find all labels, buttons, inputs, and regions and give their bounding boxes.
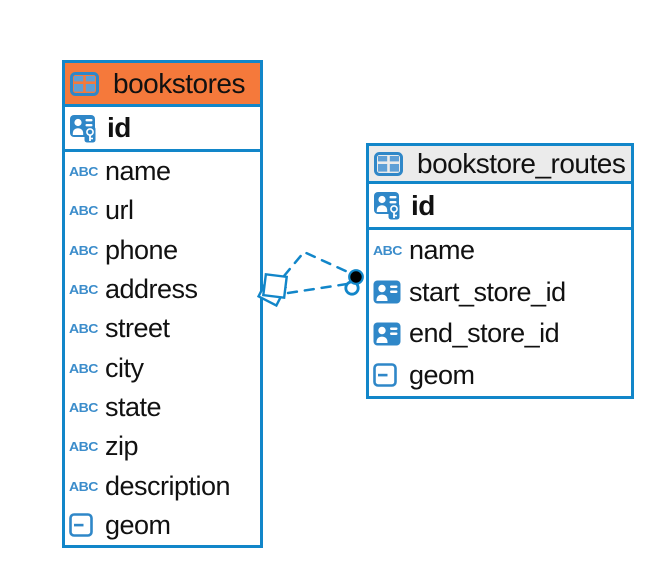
column-list: ABC name start_store_id (369, 230, 631, 396)
relation-dot-marker[interactable] (348, 269, 364, 285)
primary-key-row[interactable]: id (65, 107, 260, 152)
column-row[interactable]: ABC description (65, 466, 260, 505)
relationship-line[interactable] (286, 282, 349, 295)
text-type-icon: ABC (69, 242, 98, 258)
geometry-type-icon (69, 513, 101, 538)
foreign-key-icon (373, 280, 405, 304)
entity-bookstore-routes[interactable]: bookstore_routes id ABC (366, 143, 634, 399)
text-type-icon: ABC (69, 478, 98, 494)
foreign-key-icon (373, 322, 405, 346)
primary-key-icon (69, 113, 101, 144)
text-type-icon: ABC (69, 203, 98, 219)
text-type-icon: ABC (69, 439, 98, 455)
column-row[interactable]: ABC name (369, 230, 631, 272)
column-row[interactable]: ABC street (65, 309, 260, 348)
column-name: name (409, 235, 475, 266)
column-list: ABC name ABC url ABC phone ABC address A… (65, 152, 260, 545)
table-header[interactable]: bookstore_routes (369, 146, 631, 184)
column-row[interactable]: end_store_id (369, 313, 631, 355)
primary-key-name: id (411, 189, 435, 221)
text-type-icon: ABC (69, 360, 98, 376)
column-row[interactable]: ABC name (65, 152, 260, 191)
column-name: name (105, 156, 171, 187)
table-title: bookstore_routes (417, 147, 626, 179)
primary-key-icon (373, 190, 405, 221)
column-name: state (105, 391, 162, 422)
column-name: start_store_id (409, 276, 566, 307)
column-name: address (105, 274, 198, 305)
column-row[interactable]: ABC url (65, 191, 260, 230)
column-name: city (105, 352, 144, 383)
text-type-icon: ABC (69, 164, 98, 180)
text-type-icon: ABC (373, 243, 402, 259)
table-icon (374, 151, 410, 176)
table-icon (70, 71, 106, 96)
relation-dot-marker[interactable] (344, 280, 360, 296)
column-name: geom (105, 509, 171, 540)
geometry-type-icon (373, 363, 405, 388)
column-row[interactable]: ABC state (65, 388, 260, 427)
column-name: street (105, 313, 170, 344)
column-name: zip (105, 431, 139, 462)
table-title: bookstores (113, 67, 245, 99)
column-row[interactable]: ABC address (65, 270, 260, 309)
column-name: end_store_id (409, 318, 560, 349)
text-type-icon: ABC (69, 399, 98, 415)
column-row[interactable]: ABC zip (65, 427, 260, 466)
column-name: url (105, 195, 134, 226)
column-row[interactable]: start_store_id (369, 272, 631, 314)
table-header[interactable]: bookstores (65, 63, 260, 107)
primary-key-name: id (107, 112, 131, 143)
column-name: description (105, 470, 231, 501)
entity-bookstores[interactable]: bookstores id ABC na (62, 60, 263, 548)
column-row[interactable]: ABC phone (65, 231, 260, 270)
column-row[interactable]: geom (369, 355, 631, 397)
relationship-line[interactable] (282, 250, 352, 278)
column-row[interactable]: ABC city (65, 348, 260, 387)
column-name: phone (105, 234, 178, 265)
text-type-icon: ABC (69, 321, 98, 337)
primary-key-row[interactable]: id (369, 184, 631, 230)
column-name: geom (409, 359, 475, 390)
relation-diamond-marker[interactable] (261, 272, 289, 300)
text-type-icon: ABC (69, 282, 98, 298)
column-row[interactable]: geom (65, 506, 260, 545)
